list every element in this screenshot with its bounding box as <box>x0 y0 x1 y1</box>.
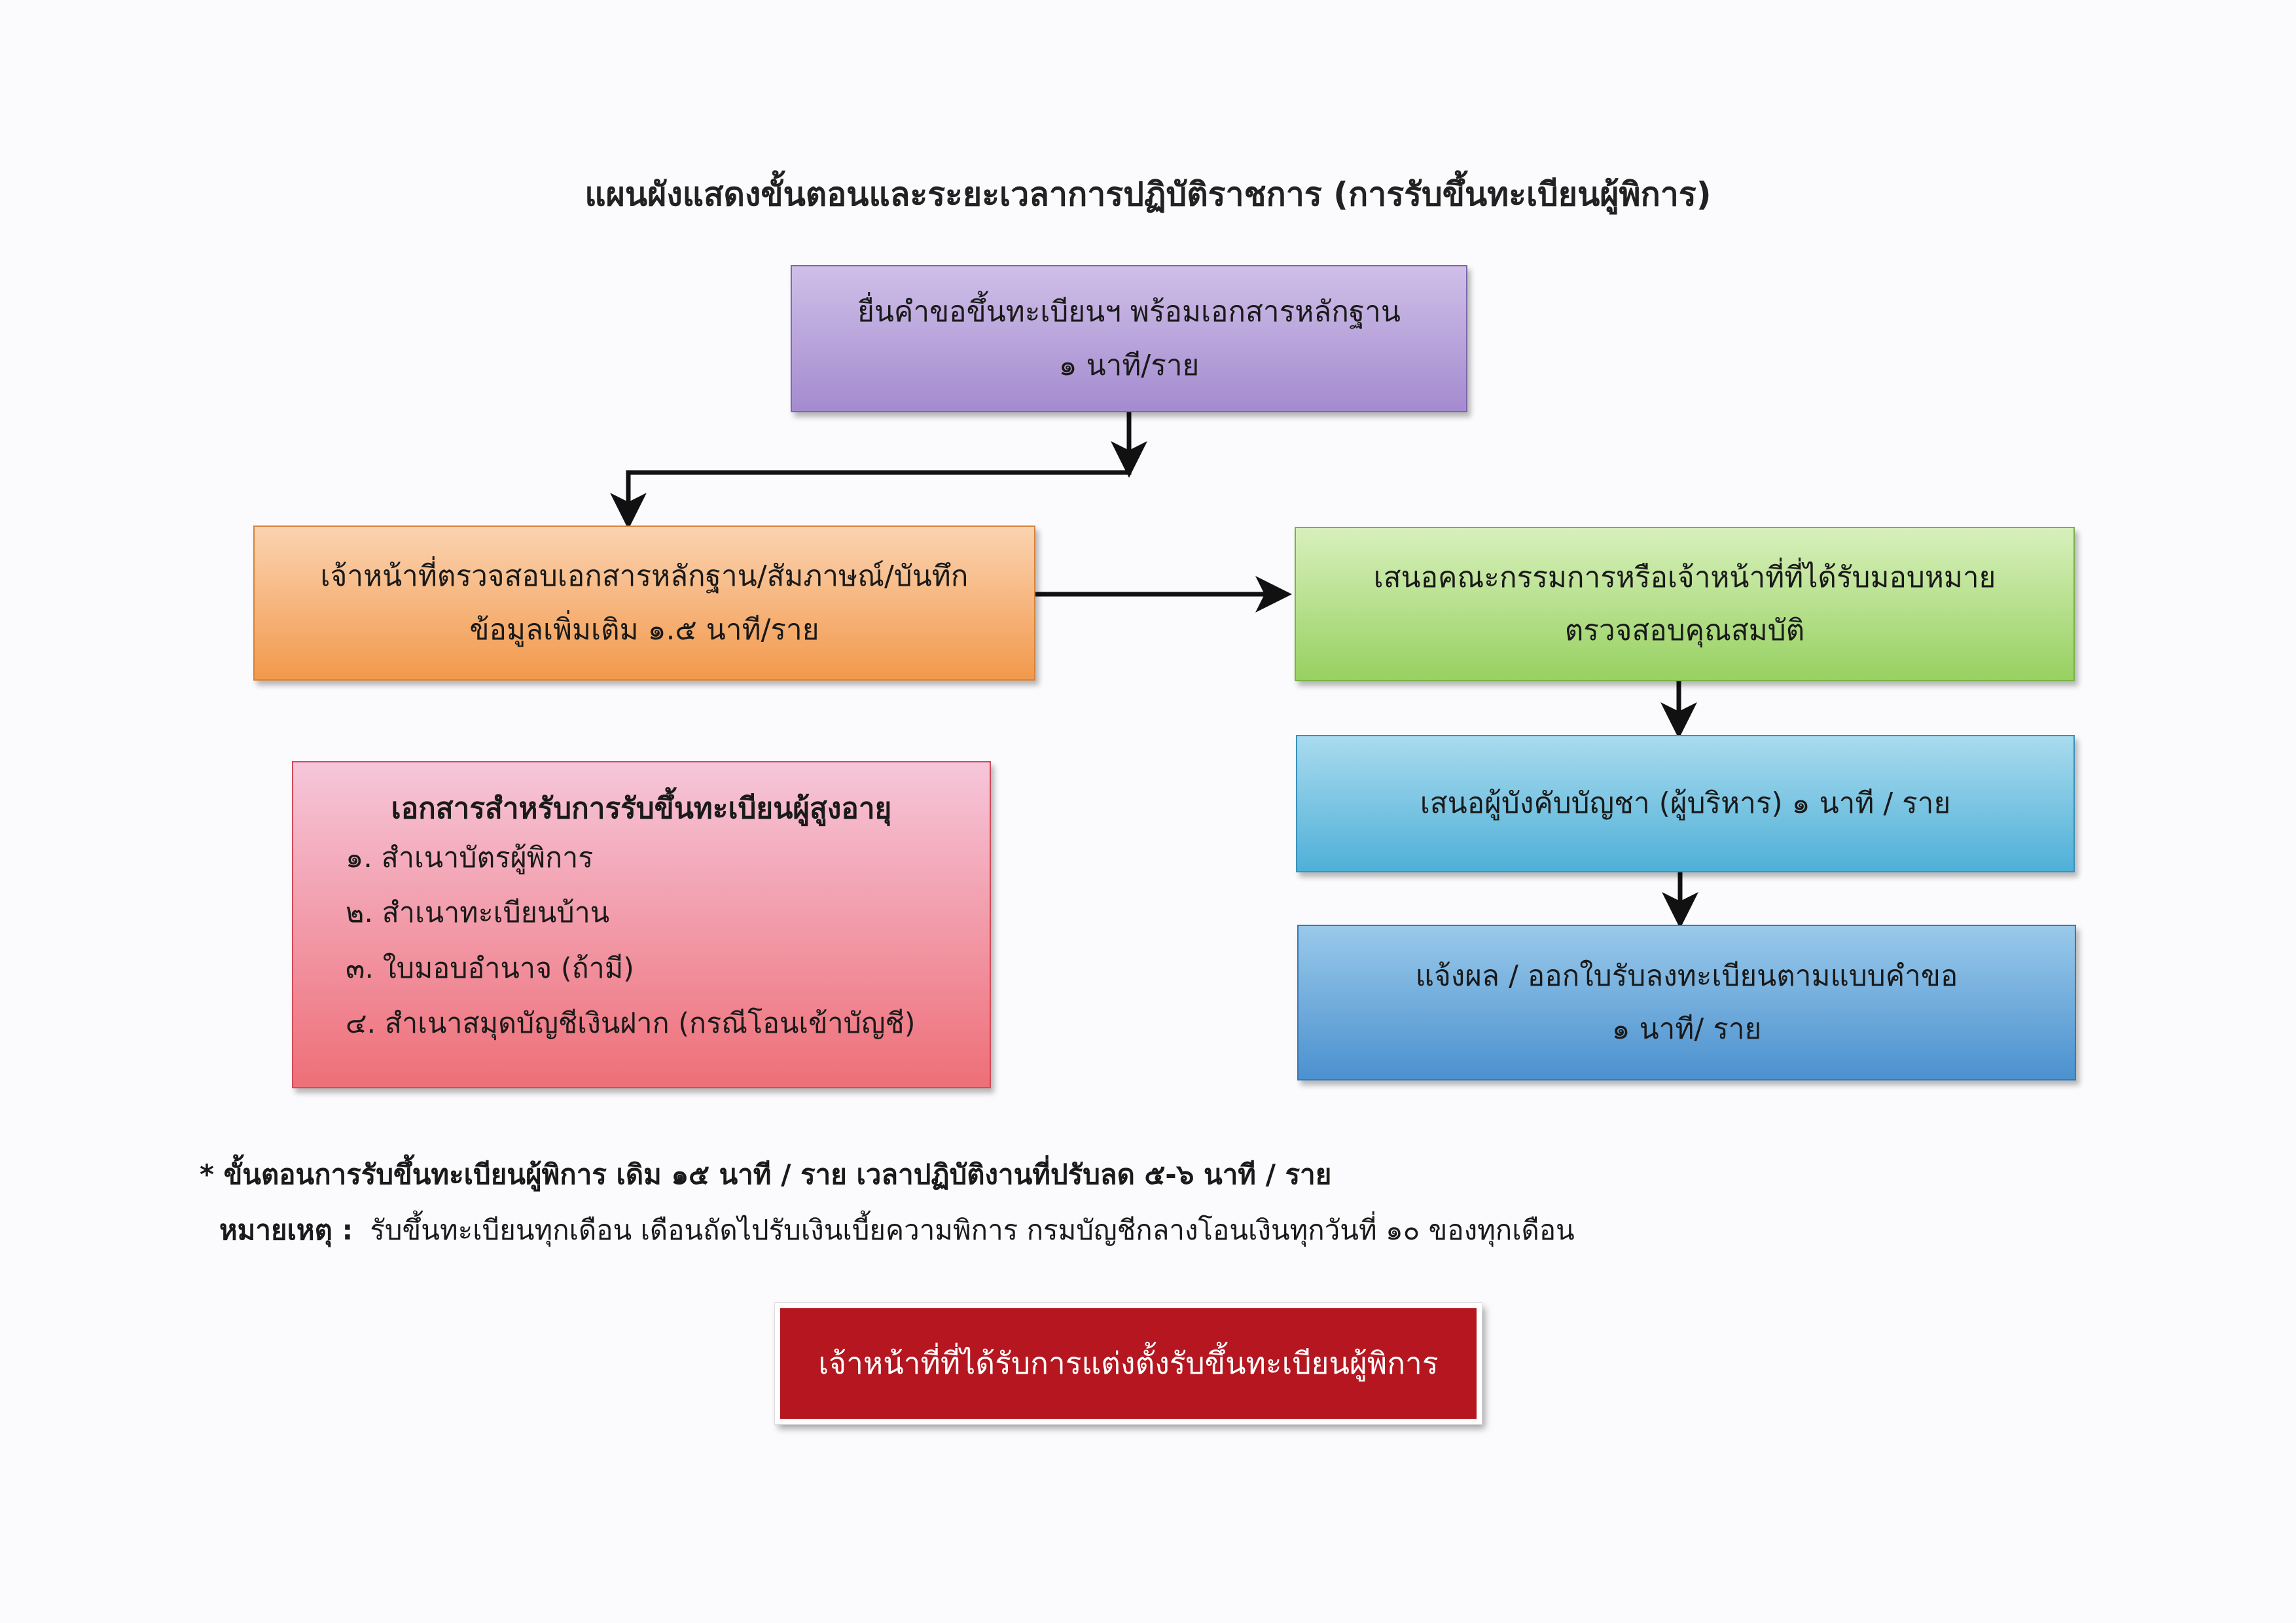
document-item: ๒. สำเนาทะเบียนบ้าน <box>346 897 610 930</box>
step-submit-request: ยื่นคำขอขึ้นทะเบียนฯ พร้อมเอกสารหลักฐาน … <box>791 265 1467 412</box>
remark-note: หมายเหตุ : รับขึ้นทะเบียนทุกเดือน เดือนถั… <box>219 1209 2183 1252</box>
step-supervisor-approval: เสนอผู้บังคับบัญชา (ผู้บริหาร) ๑ นาที / … <box>1296 735 2075 872</box>
document-item: ๓. ใบมอบอำนาจ (ถ้ามี) <box>346 952 634 985</box>
step-committee-review: เสนอคณะกรรมการหรือเจ้าหน้าที่ที่ได้รับมอ… <box>1295 527 2075 681</box>
remark-label: หมายเหตุ : <box>219 1214 353 1246</box>
arrow-submit-to-verify <box>610 412 1132 529</box>
documents-title: เอกสารสำหรับการรับขึ้นทะเบียนผู้สูงอายุ <box>391 792 892 825</box>
step-submit-line1: ยื่นคำขอขึ้นทะเบียนฯ พร้อมเอกสารหลักฐาน <box>857 295 1401 329</box>
step-committee-line1: เสนอคณะกรรมการหรือเจ้าหน้าที่ที่ได้รับมอ… <box>1373 560 1996 594</box>
step-notify-line2: ๑ นาที/ ราย <box>1611 1012 1762 1046</box>
step-verify-line1: เจ้าหน้าที่ตรวจสอบเอกสารหลักฐาน/สัมภาษณ์… <box>320 560 969 594</box>
responsible-officer-banner: เจ้าหน้าที่ที่ได้รับการแต่งตั้งรับขึ้นทะ… <box>775 1303 1482 1424</box>
step-notify-line1: แจ้งผล / ออกใบรับลงทะเบียนตามแบบคำขอ <box>1415 959 1958 993</box>
remark-text: รับขึ้นทะเบียนทุกเดือน เดือนถัดไปรับเงิน… <box>370 1214 1575 1246</box>
time-summary-note: * ขั้นตอนการรับขึ้นทะเบียนผู้พิการ เดิม … <box>200 1158 1332 1190</box>
document-item: ๔. สำเนาสมุดบัญชีเงินฝาก (กรณีโอนเข้าบัญ… <box>346 1007 916 1040</box>
required-documents-box: เอกสารสำหรับการรับขึ้นทะเบียนผู้สูงอายุ … <box>292 761 991 1088</box>
document-item: ๑. สำเนาบัตรผู้พิการ <box>346 842 594 874</box>
step-verify-line2: ข้อมูลเพิ่มเติม ๑.๕ นาที/ราย <box>469 613 819 647</box>
step-notify-result: แจ้งผล / ออกใบรับลงทะเบียนตามแบบคำขอ ๑ น… <box>1297 925 2076 1080</box>
step-committee-line2: ตรวจสอบคุณสมบัติ <box>1564 614 1805 647</box>
step-verify-documents: เจ้าหน้าที่ตรวจสอบเอกสารหลักฐาน/สัมภาษณ์… <box>253 526 1035 681</box>
page-title: แผนผังแสดงขั้นตอนและระยะเวลาการปฏิบัติรา… <box>584 175 1712 213</box>
step-submit-line2: ๑ นาที/ราย <box>1058 348 1200 382</box>
step-approve-line1: เสนอผู้บังคับบัญชา (ผู้บริหาร) ๑ นาที / … <box>1420 787 1951 821</box>
